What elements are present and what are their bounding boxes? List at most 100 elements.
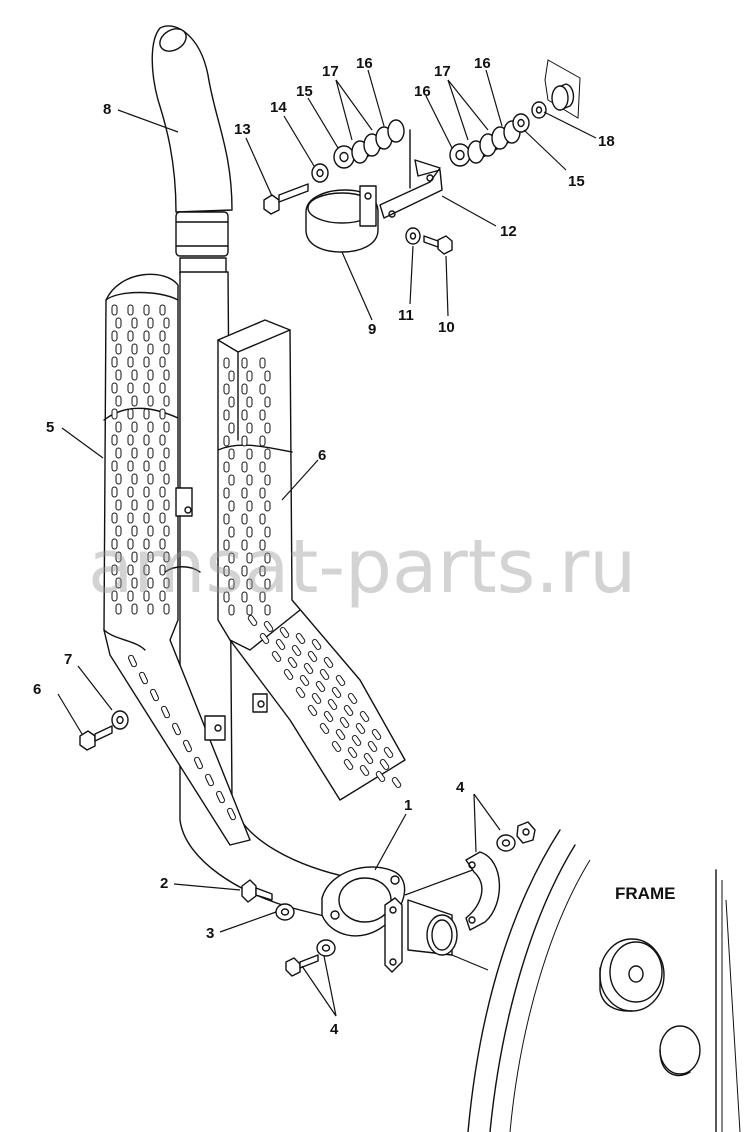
frame-stud [544,59,581,119]
perforation-slot [147,421,154,433]
perforation-slot [323,711,334,722]
perforation-slot [311,639,322,650]
callout-11: 10 [438,319,455,336]
perforation-slot [111,538,118,550]
nut-4 [496,821,536,852]
washer-12 [405,227,421,245]
rubber-mount-17a [351,119,405,164]
perforation-slot [343,705,354,716]
perforation-slot [115,421,122,433]
perforation-slot [241,539,248,551]
perforation-slot [163,369,170,381]
perforation-slot [347,747,358,758]
perforation-slot [241,487,248,499]
perforation-slot [131,421,138,433]
perforation-slot [143,590,150,602]
perforation-slot [159,356,166,368]
callout-18: 18 [598,133,615,150]
outlet-pipe [404,867,489,971]
perforation-slot [315,681,326,692]
callout-17a: 17 [322,63,339,80]
perforation-slot [259,513,266,525]
perforation-slot [223,461,230,473]
callout-13: 12 [500,223,517,240]
perforation-slot [147,525,154,537]
perforation-slot [127,512,134,524]
perforation-slot [241,461,248,473]
callout-7: 6 [33,681,41,698]
perforation-slot [111,460,118,472]
bolt-14 [263,183,309,215]
perforation-slot [246,422,253,434]
perforation-slot [371,729,382,740]
perforation-slot [241,591,248,603]
perforation-slot [247,615,258,626]
perforation-slot [111,304,118,316]
band-clamp-10 [305,185,379,253]
perforation-slot [159,486,166,498]
perforation-slot [111,356,118,368]
perforation-slot [223,591,230,603]
perforation-slot [271,651,282,662]
perforation-slot [259,539,266,551]
perforation-slot [128,654,137,668]
perforation-slot [363,753,374,764]
perforation-slot [147,577,154,589]
perforation-slot [227,807,236,821]
perforation-slot [115,317,122,329]
perforation-slot [259,633,270,644]
perforation-slot [241,357,248,369]
perforation-slot [161,705,170,719]
perforation-slot [259,591,266,603]
perforation-slot [391,777,402,788]
perforation-slot [228,552,235,564]
perforation-slot [131,603,138,615]
perforation-slot [111,408,118,420]
perforation-slot [264,526,271,538]
perforation-slot [143,304,150,316]
perforation-slot [143,408,150,420]
callout-17b: 17 [434,63,451,80]
perforation-slot [147,369,154,381]
mount-16b [449,143,471,167]
perforation-slot [111,512,118,524]
perforation-slot [259,383,266,395]
perforation-slot [264,474,271,486]
perforation-slot [246,370,253,382]
perforation-slot [343,759,354,770]
perforation-slot [111,434,118,446]
callout-16b: 16 [356,55,373,72]
bolt-2 [241,879,273,903]
washer-4 [316,939,336,957]
perforation-slot [163,473,170,485]
perforation-slot [163,317,170,329]
perforation-slot [228,448,235,460]
perforation-slot [159,564,166,576]
perforation-slot [131,525,138,537]
perforation-slot [115,343,122,355]
perforation-slot [147,343,154,355]
perforation-slot [163,343,170,355]
callout-1: 1 [404,797,412,814]
perforation-slot [143,382,150,394]
washer-3 [275,903,295,921]
leader-lines [57,69,597,1017]
perforation-slot [127,486,134,498]
perforation-slot [275,639,286,650]
perforation-slot [127,304,134,316]
perforation-slot [147,395,154,407]
perforation-slot [131,395,138,407]
callout-3: 3 [206,925,214,942]
callout-10: 9 [368,321,376,338]
perforation-slot [115,525,122,537]
perforation-slot [303,663,314,674]
perforation-slot [163,499,170,511]
perforation-slot [246,474,253,486]
perforation-slot [323,657,334,668]
callout-15b: 15 [568,173,585,190]
perforation-slot [259,461,266,473]
perforation-slot [246,396,253,408]
perforation-slot [331,687,342,698]
